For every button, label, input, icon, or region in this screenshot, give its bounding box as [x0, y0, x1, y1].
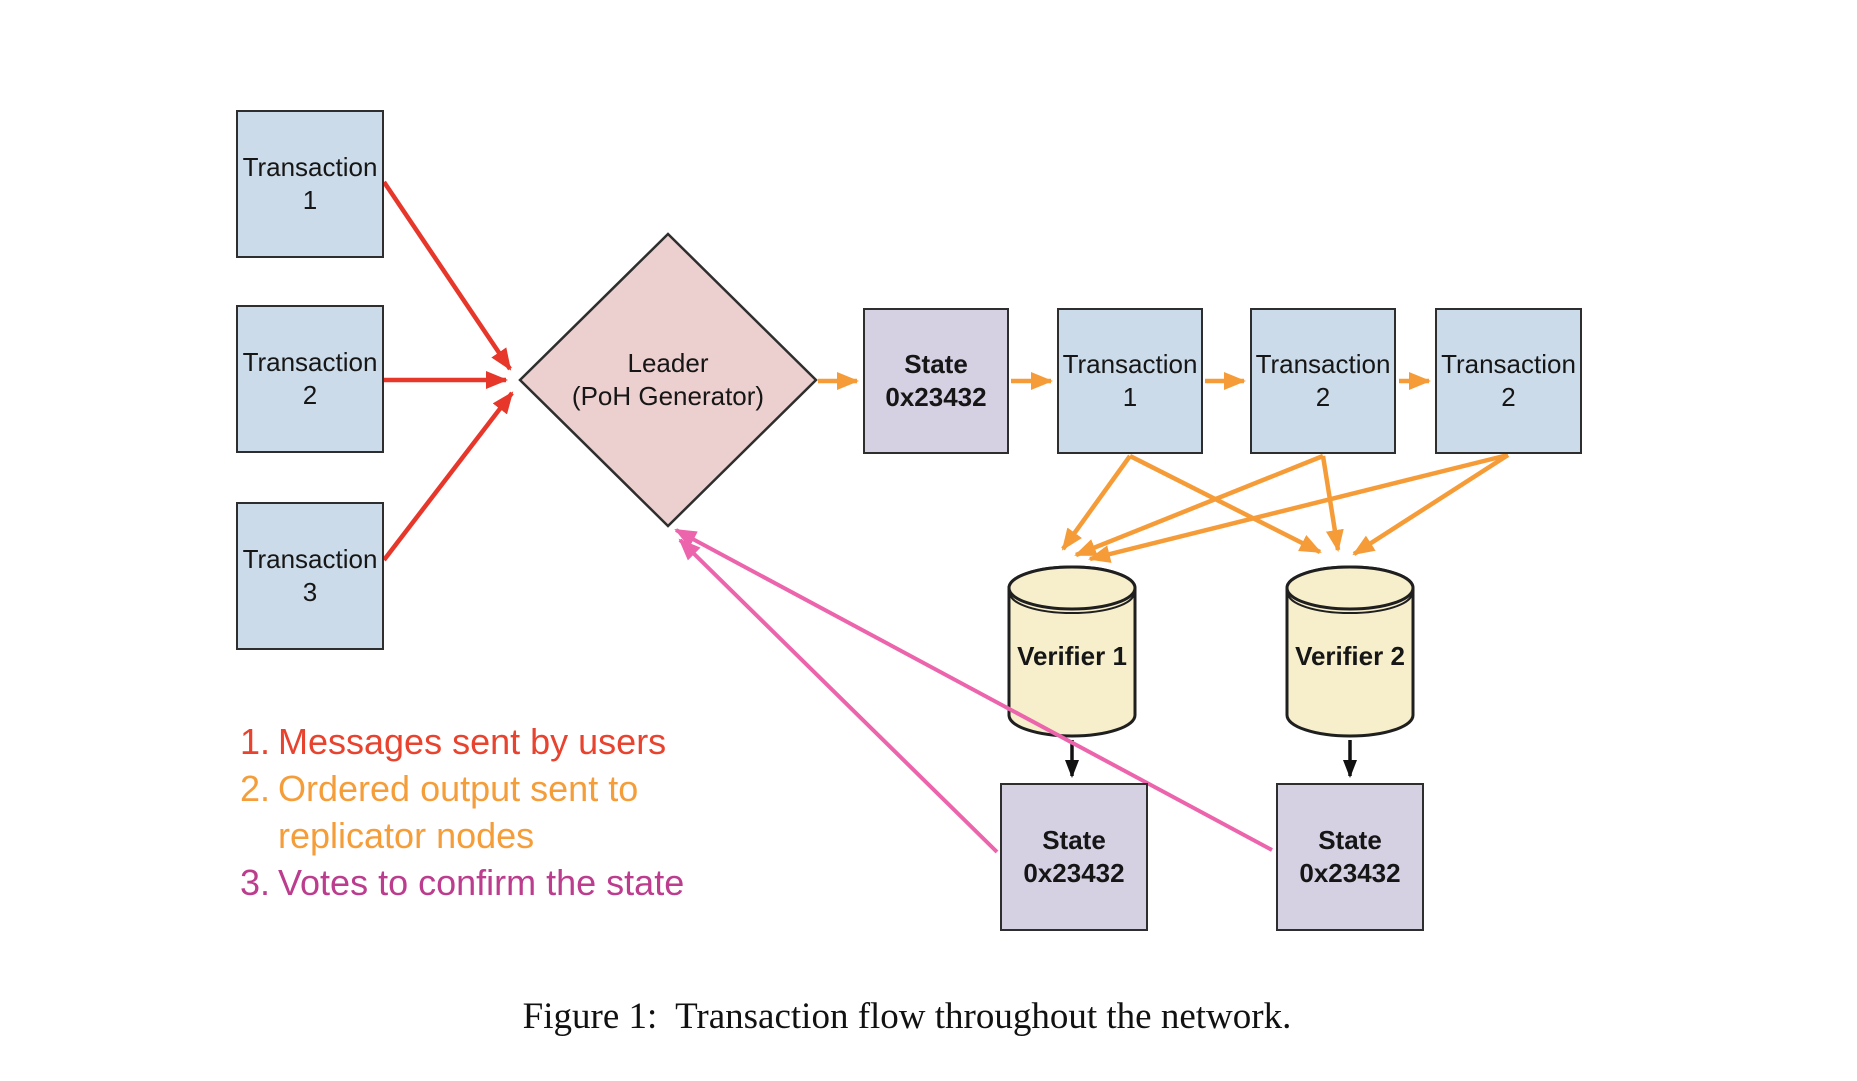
node-label: 1	[302, 185, 318, 215]
node-seq-transaction-1: Transaction 1	[1057, 308, 1203, 454]
node-label: Transaction	[1255, 349, 1391, 379]
node-label: Transaction	[242, 347, 378, 377]
verifier-2-label: Verifier 2	[1285, 638, 1415, 674]
legend-number: 2.	[240, 768, 271, 809]
node-label: State	[904, 349, 968, 379]
verifier-1-cylinder-rim	[1009, 592, 1135, 614]
verifier-2-cylinder-top	[1285, 565, 1415, 611]
leader-label-line1: Leader	[627, 348, 709, 378]
legend-item-ordered-output: 2. Ordered output sent to replicator nod…	[240, 765, 684, 859]
node-label: Transaction	[1062, 349, 1198, 379]
arrow-user-tx1-to-leader	[382, 180, 512, 371]
node-user-transaction-3: Transaction 3	[236, 502, 384, 650]
arrow-seq-tx3-to-verifier2	[1352, 453, 1510, 556]
node-label: 1	[1122, 382, 1138, 412]
verifier-1-cylinder	[1007, 565, 1137, 738]
verifier-2-cylinder	[1285, 565, 1415, 738]
node-label: Transaction	[242, 152, 378, 182]
node-label: 0x23432	[885, 382, 987, 412]
verifier-2-cylinder-rim	[1287, 592, 1413, 614]
node-seq-state: State 0x23432	[863, 308, 1009, 454]
node-seq-transaction-3: Transaction 2	[1435, 308, 1582, 454]
node-user-transaction-1: Transaction 1	[236, 110, 384, 258]
arrow-seq-tx3-to-verifier1	[1088, 452, 1509, 563]
leader-node-label: Leader (PoH Generator)	[538, 330, 798, 430]
node-label: State	[1318, 825, 1382, 855]
verifier-1-label: Verifier 1	[1007, 638, 1137, 674]
legend-text-line: Votes to confirm the state	[278, 862, 685, 903]
node-verifier2-state: State 0x23432	[1276, 783, 1424, 931]
legend-item-messages: 1. Messages sent by users	[240, 718, 684, 765]
legend-item-votes: 3. Votes to confirm the state	[240, 859, 684, 906]
node-label: 0x23432	[1299, 858, 1401, 888]
node-user-transaction-2: Transaction 2	[236, 305, 384, 453]
arrow-seq-tx1-to-verifier1	[1061, 454, 1132, 551]
arrow-seq-tx2-to-verifier2	[1320, 455, 1344, 552]
legend-text-line: Messages sent by users	[278, 721, 667, 762]
node-label: 2	[1501, 382, 1516, 412]
figure-caption: Figure 1: Transaction flow throughout th…	[522, 996, 1292, 1037]
legend: 1. Messages sent by users 2. Ordered out…	[240, 718, 684, 906]
legend-text-line: Ordered output sent to	[278, 768, 639, 809]
node-label: 2	[302, 380, 318, 410]
node-verifier1-state: State 0x23432	[1000, 783, 1148, 931]
verifier-1-cylinder-top	[1007, 565, 1137, 611]
arrow-seq-tx2-to-verifier1	[1074, 453, 1324, 558]
leader-label-line2: (PoH Generator)	[571, 381, 765, 411]
legend-text-line: replicator nodes	[278, 815, 535, 856]
arrow-verifier2-state-vote-to-leader	[674, 528, 1273, 852]
verifier-2-label-text: Verifier 2	[1295, 640, 1405, 671]
node-seq-transaction-2: Transaction 2	[1250, 308, 1396, 454]
verifier-1-label-text: Verifier 1	[1017, 640, 1127, 671]
legend-number: 3.	[240, 862, 271, 903]
node-label: State	[1042, 825, 1106, 855]
node-label: 2	[1315, 382, 1331, 412]
legend-number: 1.	[240, 721, 271, 762]
node-label: Transaction	[1441, 349, 1576, 379]
leader-diamond-shape	[518, 232, 818, 528]
arrow-seq-tx1-to-verifier2	[1128, 453, 1322, 555]
node-label: Transaction	[242, 544, 378, 574]
node-label: 0x23432	[1023, 858, 1125, 888]
node-label: 3	[302, 577, 318, 607]
arrow-user-tx3-to-leader	[382, 391, 514, 562]
arrow-verifier1-state-vote-to-leader	[678, 538, 999, 854]
